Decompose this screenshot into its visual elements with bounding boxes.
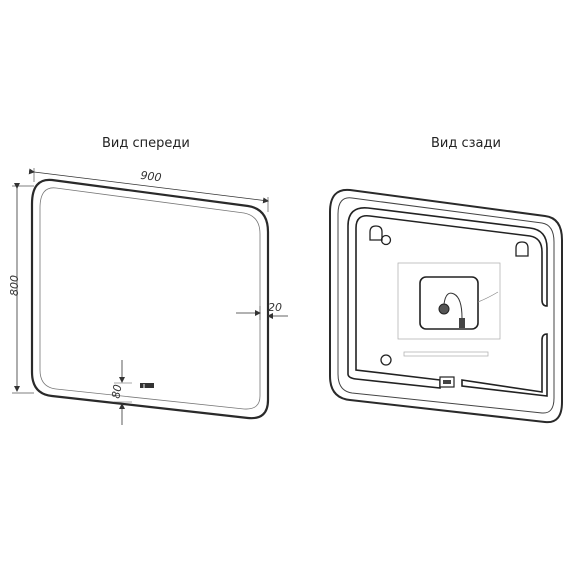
height-dimension-label: 800 xyxy=(8,275,21,296)
back-view xyxy=(329,188,563,424)
back-led-channel-left xyxy=(347,207,548,389)
front-view-title: Вид спереди xyxy=(102,136,190,151)
edge-offset-dimension: 20 xyxy=(236,301,288,320)
back-switch-block-inner xyxy=(443,380,451,384)
touch-switch-icon xyxy=(140,383,154,388)
cable-icon xyxy=(443,292,463,319)
cable-out-line xyxy=(477,291,499,303)
back-view-title: Вид сзади xyxy=(431,136,501,151)
front-view: 900 800 20 80 xyxy=(8,168,288,425)
back-mirror-inner-outline xyxy=(337,197,555,414)
front-light-band xyxy=(39,187,261,410)
back-led-channel xyxy=(461,333,548,397)
width-dimension: 900 xyxy=(28,168,269,212)
power-unit-box xyxy=(419,276,479,330)
mount-hook-bottom-left xyxy=(380,354,392,366)
mount-hook-top-left xyxy=(369,225,392,246)
width-dimension-label: 900 xyxy=(140,169,162,184)
socket-icon xyxy=(438,303,450,315)
height-dimension: 800 xyxy=(8,183,34,394)
mount-hook-top-right xyxy=(515,241,529,257)
front-mirror-outline xyxy=(30,178,270,420)
back-bottom-bar xyxy=(403,351,489,357)
back-mirror-outline xyxy=(329,188,563,424)
plug-icon xyxy=(459,318,465,328)
bottom-offset-dimension: 80 xyxy=(109,360,132,425)
back-center-panel xyxy=(397,262,501,340)
edge-offset-label: 20 xyxy=(268,301,282,314)
bottom-offset-label: 80 xyxy=(109,383,124,399)
